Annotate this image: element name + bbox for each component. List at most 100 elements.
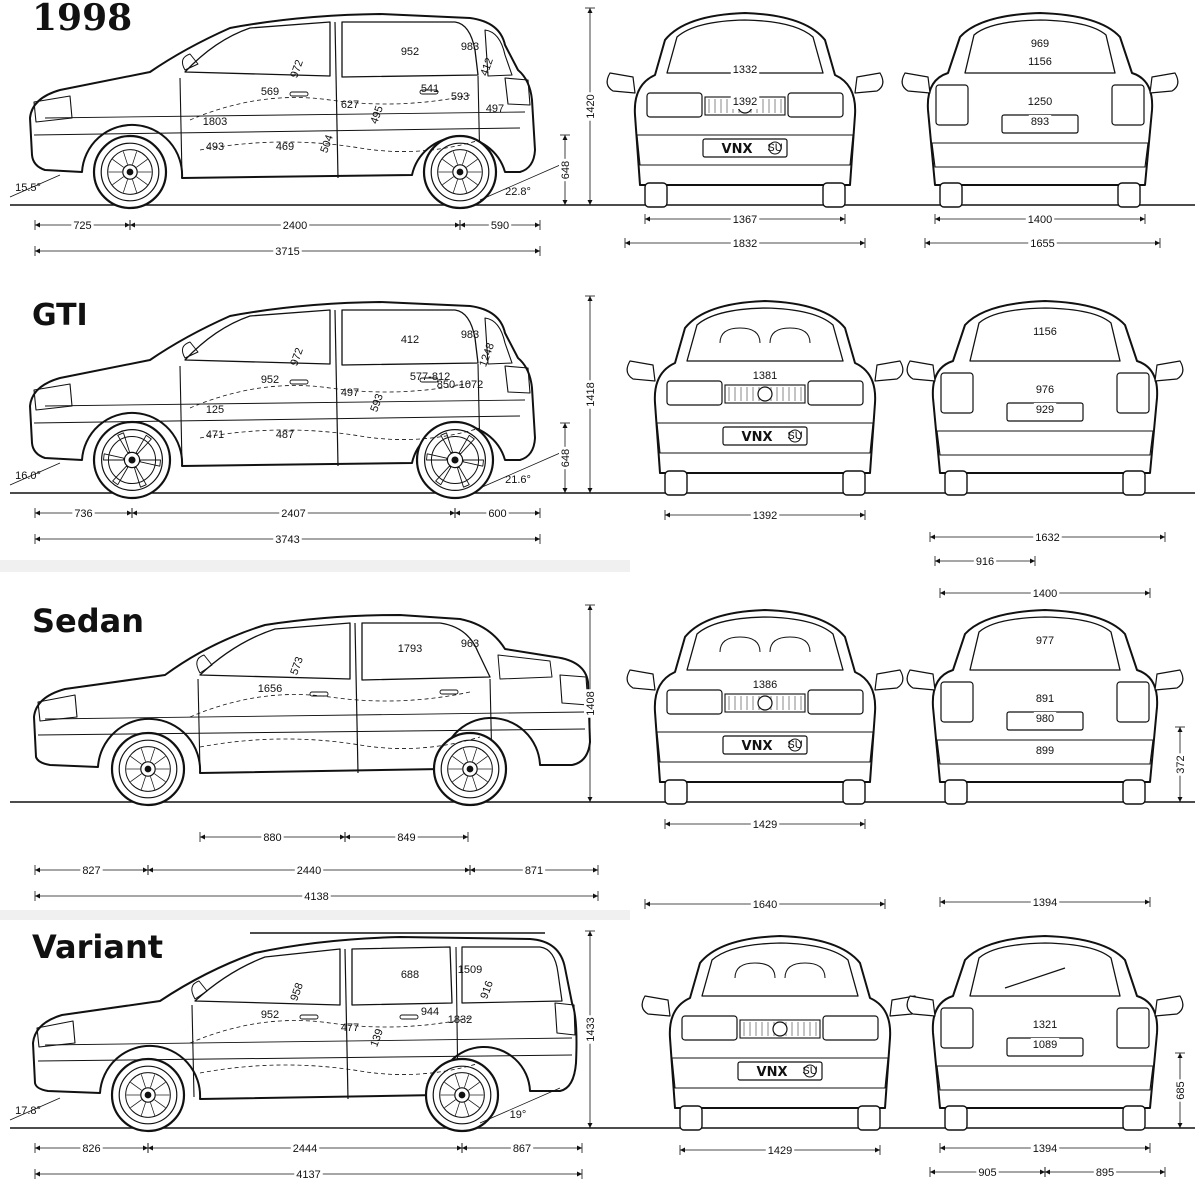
arrow-head [860, 240, 865, 246]
dimension-label: 1394 [1033, 1143, 1057, 1155]
dimension-label: 1420 [585, 94, 597, 118]
spoke [132, 151, 138, 165]
label-knockout [1033, 744, 1057, 758]
interior-dimension: 916 [478, 979, 496, 1000]
dimension-label: 1156 [1028, 56, 1052, 68]
wheel [422, 134, 498, 210]
arrow-head [125, 222, 130, 228]
headlight [33, 95, 73, 123]
headlight-right [807, 689, 864, 715]
tyre-left [944, 470, 968, 496]
b-pillar [354, 622, 359, 774]
interior-dimension: 504 [318, 133, 336, 154]
spoke [464, 1074, 470, 1088]
scan-band [0, 910, 630, 920]
spoke [462, 179, 468, 193]
spoke [464, 1102, 470, 1116]
spoke [154, 773, 166, 782]
dimension-label: 905 [978, 1167, 996, 1179]
interior-dimension: 469 [276, 141, 294, 153]
arrow-head [562, 200, 568, 205]
arrow-head [535, 222, 540, 228]
dimension-label: 891 [1036, 693, 1054, 705]
tyre-left [944, 779, 968, 805]
rear-bumper [936, 1065, 1154, 1091]
wheel [432, 731, 508, 807]
arrow-head [1145, 899, 1150, 905]
arrow-head [665, 512, 670, 518]
tyre-left [939, 182, 963, 208]
label-knockout [280, 219, 310, 233]
departure-angle: 22.8° [505, 186, 531, 198]
hub-cap [144, 765, 152, 773]
plate-text: VNX [742, 430, 773, 445]
dimension-label: 3743 [275, 534, 299, 546]
arrow-head [35, 1145, 40, 1151]
mirror-right [854, 72, 884, 94]
mirror-left [906, 669, 936, 691]
quarter-window [484, 317, 513, 365]
arrow-head [1177, 727, 1183, 732]
rim-inner [125, 1072, 171, 1118]
label-knockout [1030, 1142, 1060, 1156]
trunk-lid [497, 654, 553, 680]
arrow-head [345, 834, 350, 840]
belt-line [44, 111, 526, 119]
spoke [462, 776, 468, 790]
arrow-head [35, 248, 40, 254]
tyre-left [644, 182, 668, 208]
dimension-label: 1332 [733, 64, 757, 76]
label-knockout [294, 864, 324, 878]
arrow-head [1140, 216, 1145, 222]
spoke [444, 1082, 456, 1091]
interior-line [189, 691, 471, 718]
rear-window [361, 622, 491, 681]
interior-dimension: 972 [288, 58, 306, 79]
hub [446, 451, 464, 469]
label-knockout [730, 63, 760, 77]
interior-dimension: 125 [206, 404, 224, 416]
interior-dimension: 471 [206, 429, 224, 441]
dimension-label: 980 [1036, 713, 1054, 725]
approach-angle: 17.8° [15, 1105, 41, 1117]
arrow-head [940, 1145, 945, 1151]
label-knockout [290, 1142, 320, 1156]
tyre-right [1117, 182, 1141, 208]
headlight-left [646, 92, 703, 118]
hub [462, 761, 478, 777]
rim [430, 142, 490, 202]
belt-line [44, 399, 526, 407]
arrow-head [1177, 797, 1183, 802]
arrow-head [200, 834, 205, 840]
arrow-head [35, 1171, 40, 1177]
arrow-head [130, 222, 135, 228]
dimension-label: 976 [1036, 384, 1054, 396]
label-knockout [261, 831, 284, 845]
rim-inner [439, 1072, 485, 1118]
dimension-label: 4138 [304, 891, 328, 903]
spoke [130, 1099, 142, 1108]
windshield [666, 19, 824, 74]
dimension-label: 685 [1175, 1081, 1187, 1099]
headlight-right [822, 1015, 879, 1041]
spoke [130, 756, 142, 765]
door-line [191, 1004, 195, 1098]
spoke [476, 756, 488, 765]
interior-dimension: 541 [421, 83, 439, 95]
headlight [37, 694, 78, 722]
arrow-head [940, 899, 945, 905]
label-knockout [510, 1142, 534, 1156]
tail-light-right [1116, 681, 1150, 723]
door-line [179, 365, 183, 465]
arrow-head [132, 510, 137, 516]
door-handle [309, 691, 329, 697]
label-knockout [976, 1166, 999, 1180]
label-knockout [486, 507, 509, 521]
interior-dimension: 627 [341, 99, 359, 111]
arrow-head [925, 240, 930, 246]
departure-angle: 21.6° [505, 474, 531, 486]
spoke [136, 176, 148, 185]
